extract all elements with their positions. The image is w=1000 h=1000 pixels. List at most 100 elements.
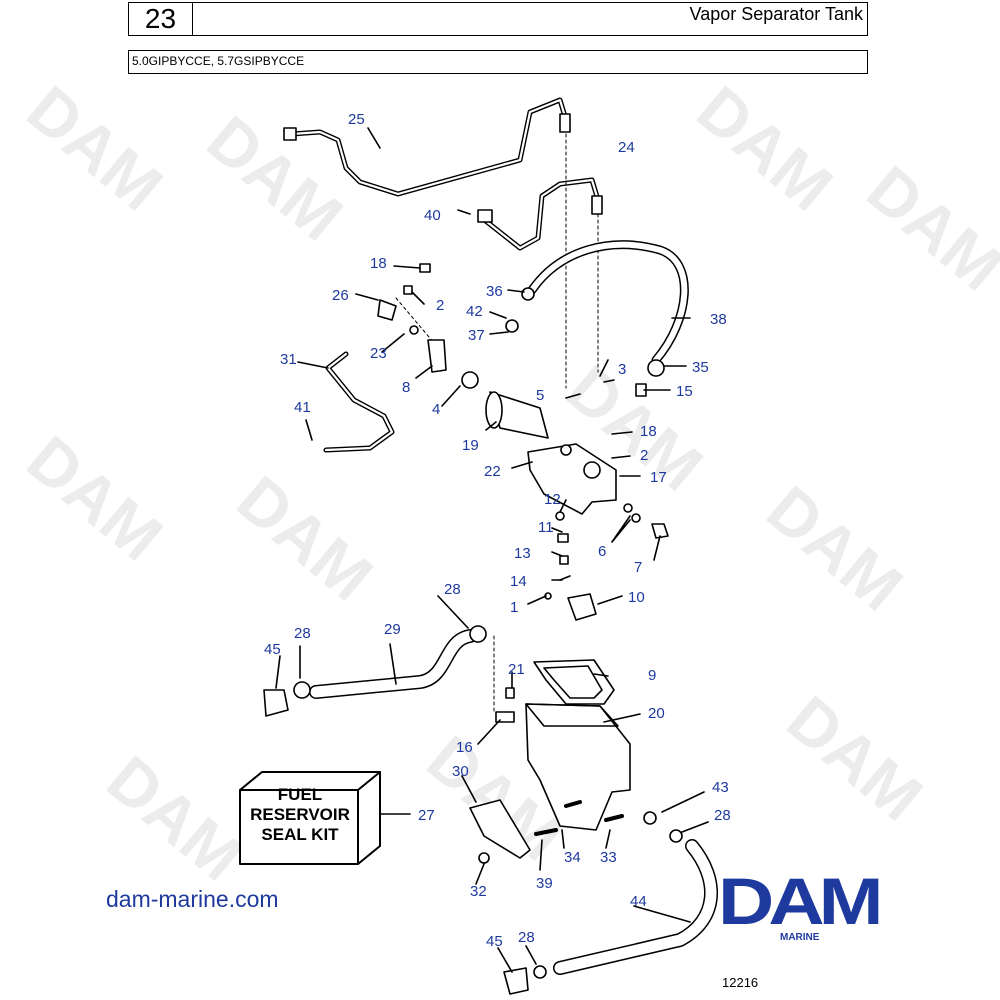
diagram-part-outline [567,593,597,621]
callout-26: 26 [332,287,349,304]
callout-9: 9 [648,667,656,684]
callout-29: 29 [384,621,401,638]
diagram-part-outline [623,503,633,513]
diagram-part-outline [477,209,493,223]
diagram-part-outline [480,178,600,250]
callout-7: 7 [634,559,642,576]
hose-38 [527,240,689,365]
bracket-22 [527,443,617,515]
callout-4: 4 [432,401,440,418]
diagram-part-outline [419,263,431,273]
diagram-part-outline [409,325,419,335]
diagram-part-outline [560,444,572,456]
callout-44: 44 [630,893,647,910]
diagram-part-outline [505,687,515,699]
diagram-part-outline [559,113,571,133]
kit-line-3: SEAL KIT [261,825,339,844]
diagram-part-outline [495,711,515,723]
callout-19: 19 [462,437,479,454]
bracket-30 [469,799,531,859]
diagram-part-outline [543,665,603,699]
callout-41: 41 [294,399,311,416]
diagram-part-outline [669,829,683,843]
diagram-part-outline [643,811,657,825]
callout-15: 15 [676,383,693,400]
callout-3: 3 [618,361,626,378]
dam-logo-subtitle: MARINE [780,932,820,943]
diagram-part-outline [564,800,582,808]
callout-45: 45 [264,641,281,658]
callout-30: 30 [452,763,469,780]
gasket-9 [533,659,615,705]
diagram-part-outline [377,299,397,321]
callout-39: 39 [536,875,553,892]
diagram-part-outline [239,771,381,865]
diagram-part-outline [525,703,619,727]
callout-13: 13 [514,545,531,562]
diagram-part-outline [591,195,603,215]
callout-33: 33 [600,849,617,866]
callout-18: 18 [370,255,387,272]
callout-5: 5 [536,387,544,404]
reservoir-20 [525,703,631,831]
callout-2b: 2 [640,447,648,464]
model-codes: 5.0GIPBYCCE, 5.7GSIPBYCCE [132,54,305,68]
callout-11: 11 [538,519,554,536]
callout-28: 28 [444,581,461,598]
diagram-part-outline [427,339,447,373]
diagram-part-outline [263,689,289,717]
diagram-part-outline [283,127,297,141]
callout-18b: 18 [640,423,657,440]
callout-28c: 28 [714,807,731,824]
callout-27: 27 [418,807,435,824]
diagram-part-outline [651,523,669,539]
diagram-part-outline [310,630,476,698]
diagram-part-outline [503,967,529,995]
diagram-part-outline [534,828,558,836]
diagram-part-outline [290,98,568,196]
callout-31: 31 [280,351,297,368]
diagram-part-outline [559,555,569,565]
diagram-part-outline [324,352,394,452]
callout-42: 42 [466,303,483,320]
diagram-part-outline [505,319,519,333]
diagram-part-outline [403,285,413,295]
kit-line-2: RESERVOIR [250,805,350,824]
diagram-part-outline [275,127,709,973]
callout-32: 32 [470,883,487,900]
page-number: 23 [129,3,193,35]
diagram-part-outline [521,287,535,301]
callout-16: 16 [456,739,473,756]
figure-number: 12216 [722,975,759,990]
diagram-part-outline [529,241,688,363]
callout-23: 23 [370,345,387,362]
diagram-part-outline [555,511,565,521]
callout-43: 43 [712,779,729,796]
dam-logo: DAM [718,864,884,938]
callout-38: 38 [710,311,727,328]
diagram-part-outline [604,814,624,822]
callout-25: 25 [348,111,365,128]
diagram-part-outline [554,840,717,974]
callout-8: 8 [402,379,410,396]
callout-21: 21 [508,661,525,678]
page-title: Vapor Separator Tank [689,4,863,24]
diagram-part-outline [533,965,547,979]
callout-40: 40 [424,207,441,224]
callout-17: 17 [650,469,667,486]
callout-12: 12 [544,491,561,508]
callout-2: 2 [436,297,444,314]
diagram-part-outline [647,359,665,377]
kit-box [239,771,381,865]
header-box: 23 Vapor Separator Tank [128,2,868,36]
website-link[interactable]: dam-marine.com [106,886,279,912]
diagram-part-outline [485,391,503,429]
callout-24: 24 [618,139,635,156]
callout-6: 6 [598,543,606,560]
callout-35: 35 [692,359,709,376]
diagram-part-outline [461,371,479,389]
callout-22: 22 [484,463,501,480]
fuel-line-25 [289,97,569,197]
model-box: 5.0GIPBYCCE, 5.7GSIPBYCCE [128,50,868,74]
